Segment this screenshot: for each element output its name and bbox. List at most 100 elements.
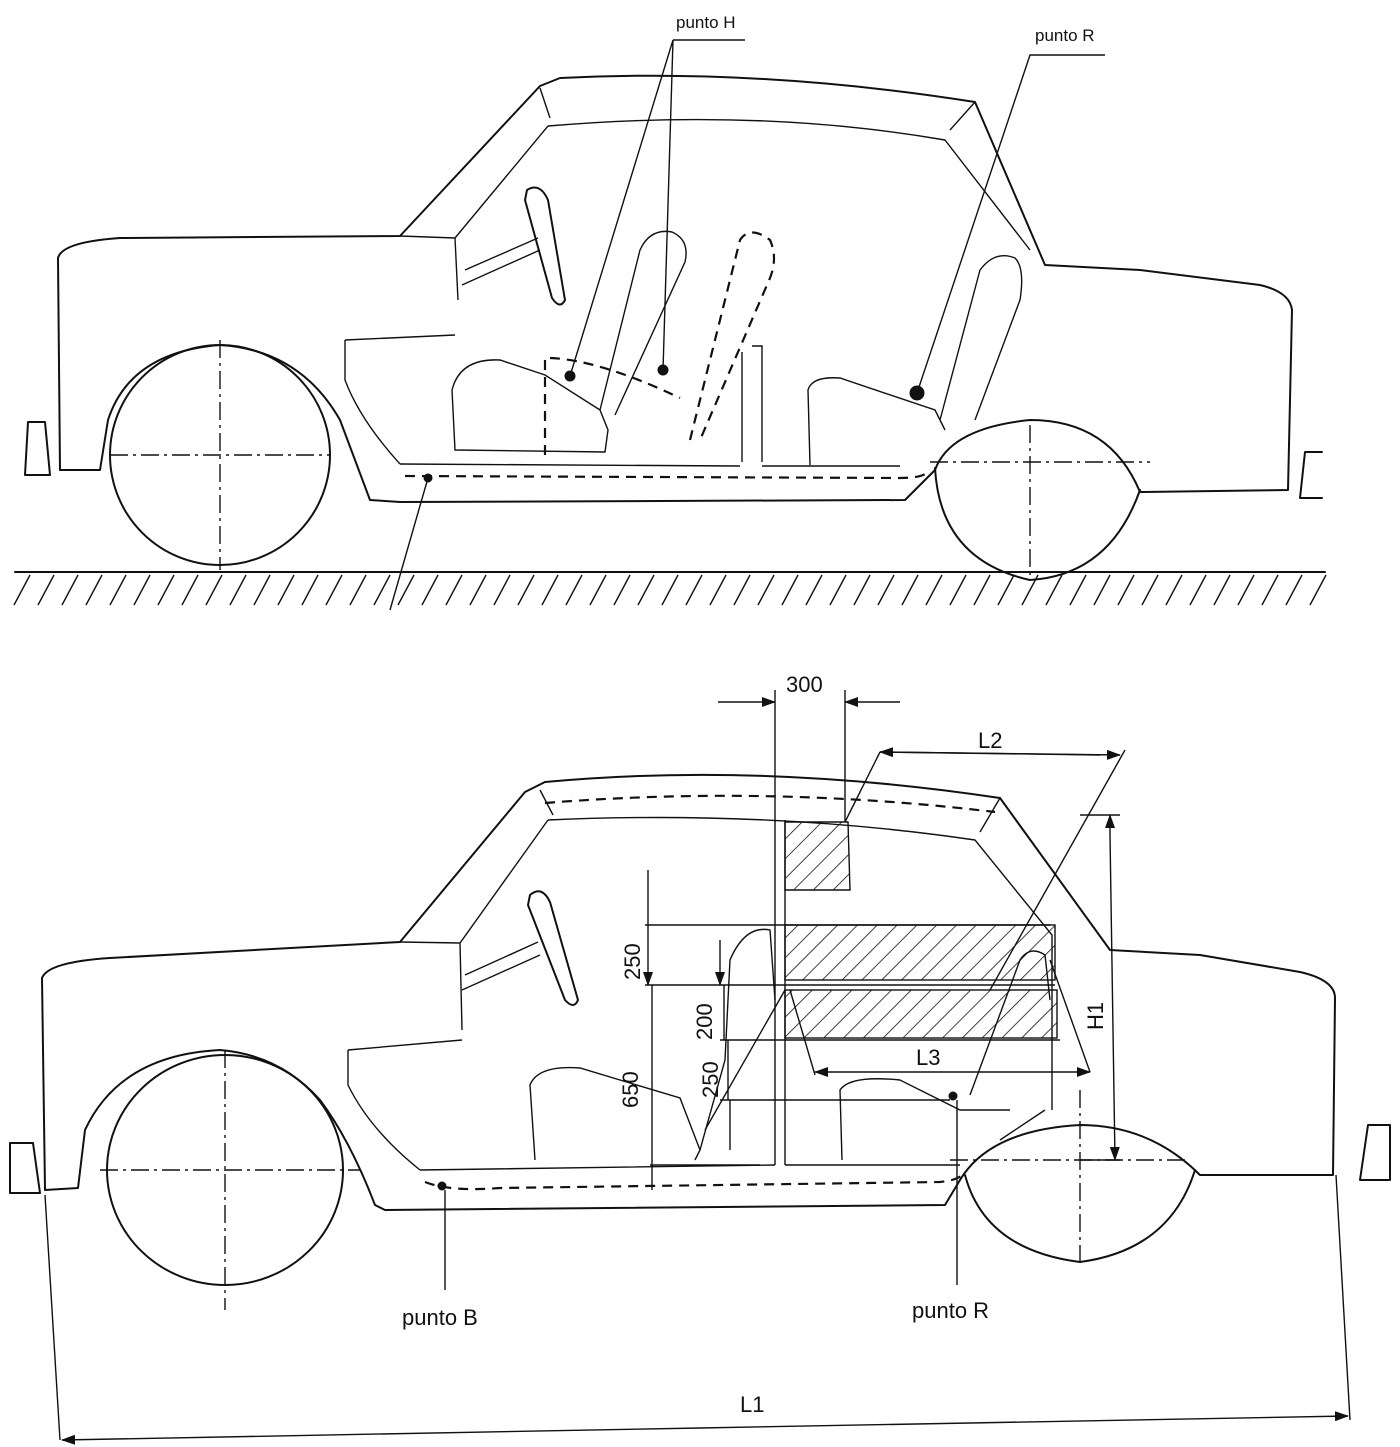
ground-hatch-mark (877, 574, 895, 606)
dim-label-200: 200 (692, 1003, 717, 1040)
bottom-floor (419, 1164, 960, 1171)
ground-hatch-mark (685, 574, 703, 606)
ground-hatch-mark (61, 574, 79, 606)
top-floor-dashed (404, 469, 931, 480)
ground-hatch-mark (373, 574, 391, 606)
ground-hatch-mark (1117, 574, 1135, 606)
top-rear-wheel (934, 467, 1141, 581)
ground-hatch-mark (709, 574, 727, 606)
top-rear-bumper (1299, 451, 1323, 499)
bottom-r-point (948, 1091, 958, 1101)
dim-label-650: 650 (618, 1071, 643, 1108)
ground-hatch-mark (1045, 574, 1063, 606)
ground-hatch-mark (1237, 574, 1255, 606)
ground-hatch-mark (133, 574, 151, 606)
ground-hatch-mark (901, 574, 919, 606)
ground-hatch-mark (1093, 574, 1111, 606)
bottom-door-cut (347, 1039, 463, 1171)
dim-label-300: 300 (786, 672, 823, 697)
ground-hatch-mark (1165, 574, 1183, 606)
top-car-diagram: punto H punto R (13, 13, 1327, 611)
top-car-body-outline (57, 74, 1293, 503)
top-label-punto-h: punto H (676, 13, 736, 32)
bottom-rear-seat (839, 950, 1051, 1161)
ground-hatch-mark (1309, 574, 1327, 606)
bottom-a-pillar (399, 819, 549, 1031)
ground-hatch-mark (757, 574, 775, 606)
ground-hatch-mark (541, 574, 559, 606)
ground-hatch-mark (181, 574, 199, 606)
ground-hatch-mark (277, 574, 295, 606)
bottom-label-punto-r: punto R (912, 1298, 989, 1323)
ground-hatch-mark (253, 574, 271, 606)
ground-hatch-mark (517, 574, 535, 606)
top-ground-hatch (13, 574, 1327, 606)
bottom-steering-wheel (527, 890, 579, 1006)
bottom-floor-dashed (424, 1171, 966, 1191)
ground-hatch-mark (1285, 574, 1303, 606)
dim-label-250-top: 250 (620, 943, 645, 980)
ground-hatch-mark (1141, 574, 1159, 606)
top-front-bumper (24, 421, 51, 476)
ground-hatch-mark (229, 574, 247, 606)
ground-hatch-mark (1021, 574, 1039, 606)
ground-hatch-mark (925, 574, 943, 606)
top-label-punto-r: punto R (1035, 26, 1095, 45)
ground-hatch-mark (445, 574, 463, 606)
ground-hatch-mark (85, 574, 103, 606)
ground-hatch-mark (733, 574, 751, 606)
ground-hatch-mark (1213, 574, 1231, 606)
ground-hatch-mark (469, 574, 487, 606)
ground-hatch-mark (949, 574, 967, 606)
ground-hatch-mark (301, 574, 319, 606)
ground-hatch-mark (565, 574, 583, 606)
top-h-leader (569, 39, 745, 377)
ground-hatch-mark (205, 574, 223, 606)
ground-hatch-mark (325, 574, 343, 606)
ground-hatch-mark (661, 574, 679, 606)
ground-hatch-mark (973, 574, 991, 606)
bottom-hatch-zone-lower (784, 989, 1058, 1039)
dim-label-l2: L2 (978, 728, 1002, 753)
top-a-pillar (399, 125, 549, 301)
top-r-leader (916, 54, 1105, 394)
top-steering-wheel (524, 186, 566, 306)
bottom-steering-column (461, 941, 541, 991)
top-front-seat (451, 230, 687, 453)
ground-hatch-mark (493, 574, 511, 606)
bottom-car-body-outline (41, 773, 1336, 1211)
dim-label-l3: L3 (916, 1045, 940, 1070)
top-roof-outer (539, 87, 976, 131)
ground-hatch-mark (349, 574, 367, 606)
bottom-b-point (437, 1181, 447, 1191)
dim-label-h1: H1 (1083, 1002, 1108, 1030)
ground-hatch-mark (13, 574, 31, 606)
bottom-roof-inner (547, 816, 1053, 1110)
ground-hatch-mark (805, 574, 823, 606)
ground-hatch-mark (157, 574, 175, 606)
ground-hatch-mark (853, 574, 871, 606)
bottom-label-punto-b: punto B (402, 1305, 478, 1330)
top-roof-inner (547, 118, 1031, 251)
ground-hatch-mark (397, 574, 415, 606)
ground-hatch-mark (1261, 574, 1279, 606)
ground-hatch-mark (637, 574, 655, 606)
bottom-front-seat (529, 1066, 701, 1161)
top-rear-seat (807, 255, 1023, 466)
dim-label-250-mid: 250 (698, 1061, 723, 1098)
ground-hatch-mark (781, 574, 799, 606)
ground-hatch-mark (829, 574, 847, 606)
dim-label-l1: L1 (740, 1392, 764, 1417)
bottom-hatch-zone-pillar (784, 821, 851, 891)
bottom-front-seat-back (699, 928, 776, 1151)
ground-hatch-mark (997, 574, 1015, 606)
top-b-pillar (741, 345, 763, 462)
bottom-car-diagram: 300 L2 L3 L1 H1 250 200 250 650 punto B … (9, 672, 1391, 1445)
bottom-roof-dashed (544, 794, 996, 814)
ground-hatch-mark (589, 574, 607, 606)
ground-hatch-mark (613, 574, 631, 606)
top-floor (399, 463, 900, 467)
bottom-front-bumper (9, 1142, 41, 1194)
bottom-hatch-zone-upper (784, 924, 1056, 981)
